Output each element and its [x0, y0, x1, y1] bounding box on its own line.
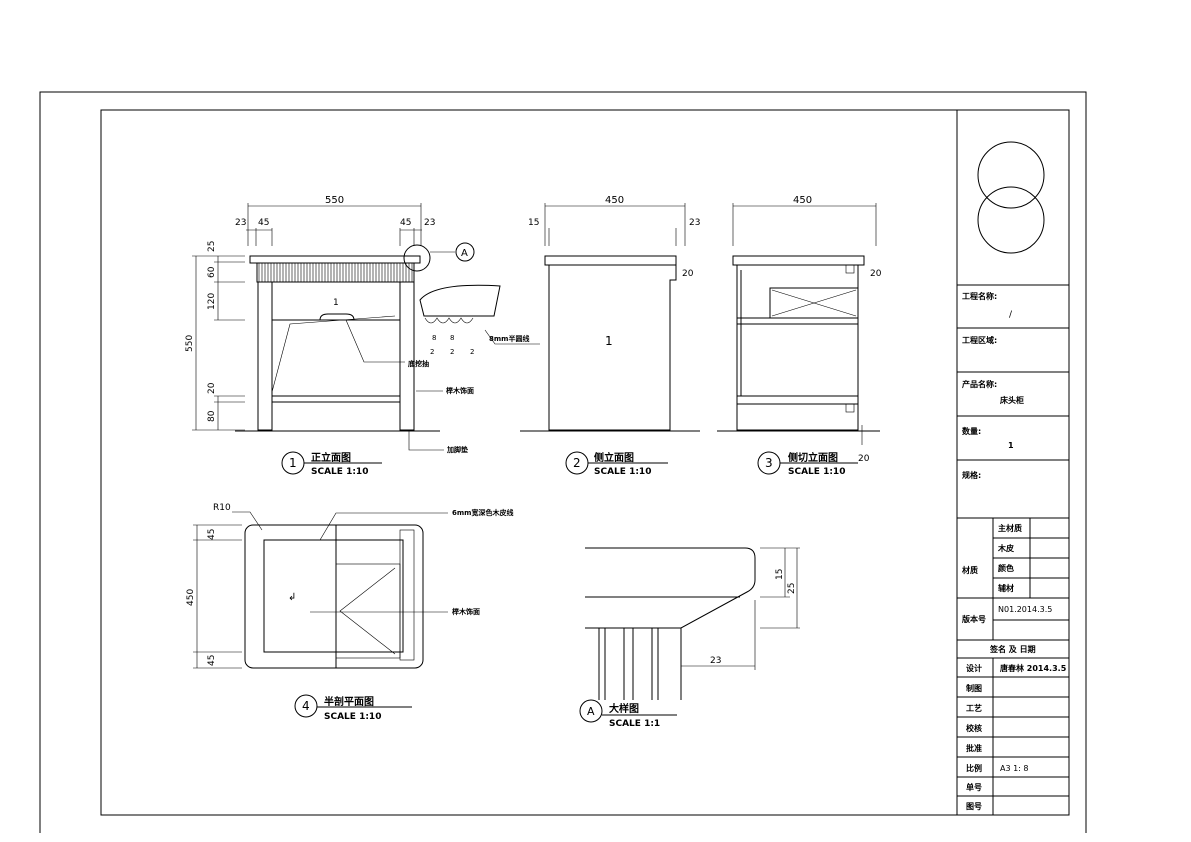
- dim-label: 450: [605, 195, 624, 206]
- dim-label: 20: [858, 454, 870, 464]
- view-number: A: [587, 705, 595, 718]
- dim-label: 23: [424, 218, 435, 228]
- product-name-label: 产品名称:: [962, 379, 997, 389]
- dim-label: 20: [207, 382, 217, 394]
- dim-label: 23: [689, 218, 700, 228]
- dim-width: 550: [325, 195, 344, 206]
- view-number: 1: [289, 456, 297, 470]
- detail-callout-a: A: [461, 248, 468, 259]
- row-label: 图号: [966, 802, 982, 811]
- view-scale: SCALE 1:1: [609, 719, 660, 729]
- dim-label: 2: [430, 348, 434, 356]
- veneer-label: 榉木饰面: [452, 607, 480, 616]
- version-label: 版本号: [961, 614, 986, 624]
- front-elevation-view: 550 23 45 45 23 550 25 60 120 20 80 1 A …: [185, 195, 540, 477]
- dim-label: 8: [450, 334, 454, 342]
- view-scale: SCALE 1:10: [324, 712, 381, 722]
- dim-label: 15: [528, 218, 539, 228]
- dim-label: 20: [682, 269, 694, 279]
- row-label: 单号: [966, 782, 982, 792]
- sheet-frame: [39, 91, 1087, 833]
- logo-circles-icon: [977, 141, 1045, 254]
- dim-label: 20: [870, 269, 882, 279]
- view-scale: SCALE 1:10: [788, 467, 845, 477]
- sign-header: 签名 及 日期: [989, 644, 1036, 654]
- version-value: N01.2014.3.5: [998, 605, 1052, 614]
- row-label: 工艺: [966, 703, 982, 713]
- dim-label: 25: [787, 583, 797, 594]
- dim-label: 8: [432, 334, 436, 342]
- drawer-mark: 1: [333, 298, 339, 308]
- view-scale: SCALE 1:10: [594, 467, 651, 477]
- dim-label: 45: [207, 655, 217, 666]
- view-number: 2: [573, 456, 581, 470]
- quantity-value: 1: [1008, 441, 1014, 450]
- veneer-label: 榉木饰面: [446, 386, 474, 395]
- dim-label: R10: [213, 503, 231, 513]
- view-number: 3: [765, 456, 773, 470]
- dim-label: 450: [793, 195, 812, 206]
- title-block: 工程名称: / 工程区域: 产品名称: 床头柜 数量: 1 规格: 材质 主材质…: [957, 141, 1069, 815]
- bead-label: 8mm半圆线: [489, 334, 529, 343]
- row-value: A3 1: 8: [1000, 764, 1029, 773]
- product-name-value: 床头柜: [1000, 395, 1024, 405]
- material-label: 材质: [962, 565, 978, 575]
- sign-rows: 设计 唐春林 2014.3.5 制图 工艺 校核 批准 比例 A3 1: 8 单…: [966, 663, 1067, 811]
- view-number: 4: [302, 699, 310, 713]
- spec-label: 规格:: [962, 470, 981, 480]
- side-elevation-view: 450 15 23 20 1 2 侧立面图 SCALE 1:10: [520, 195, 700, 477]
- dim-label: 15: [775, 569, 785, 580]
- project-name-label: 工程名称:: [962, 291, 997, 301]
- dim-label: 23: [710, 656, 721, 666]
- view-title: 侧立面图: [594, 451, 634, 464]
- row-label: 设计: [966, 663, 982, 673]
- dim-label: 550: [185, 335, 195, 352]
- project-area-label: 工程区域:: [962, 335, 997, 345]
- dim-label: 25: [207, 241, 217, 252]
- dim-label: 120: [207, 293, 217, 310]
- line-label: 6mm宽深色木皮线: [452, 508, 513, 517]
- view-title: 半剖平面图: [324, 695, 374, 708]
- side-section-view: 450 20 20 3 侧切立面图 SCALE 1:10: [717, 195, 882, 477]
- dim-label: 2: [450, 348, 454, 356]
- foot-label: 加脚垫: [446, 445, 468, 454]
- dim-label: 450: [186, 589, 196, 606]
- view-title: 大样图: [609, 702, 639, 715]
- half-section-plan-view: R10 45 450 45 ↲ 6mm宽深色木皮线 榉木饰面 4 半剖平面图 S…: [186, 503, 513, 722]
- dim-label: 2: [470, 348, 474, 356]
- quantity-label: 数量:: [962, 426, 981, 436]
- dim-label: 45: [400, 218, 411, 228]
- material-color: 颜色: [998, 563, 1014, 573]
- dim-label: 45: [258, 218, 269, 228]
- material-veneer: 木皮: [997, 543, 1014, 553]
- dim-label: 80: [207, 410, 217, 422]
- dim-label: 60: [207, 266, 217, 278]
- view-title: 侧切立面图: [788, 451, 838, 464]
- row-label: 制图: [966, 683, 982, 693]
- view-scale: SCALE 1:10: [311, 467, 368, 477]
- dim-label: 45: [207, 529, 217, 540]
- detail-a-view: 15 25 23 A 大样图 SCALE 1:1: [579, 547, 800, 729]
- row-label: 比例: [966, 763, 982, 773]
- row-value: 唐春林 2014.3.5: [1000, 663, 1067, 673]
- handle-label: 底挖抽: [408, 359, 429, 368]
- row-label: 校核: [966, 723, 982, 733]
- side-mark: 1: [605, 334, 613, 348]
- row-label: 批准: [966, 743, 982, 753]
- plan-mark: ↲: [288, 592, 296, 603]
- dim-label: 23: [235, 218, 246, 228]
- view-title: 正立面图: [311, 451, 351, 464]
- material-aux: 辅材: [998, 583, 1014, 593]
- project-name-value: /: [1009, 310, 1013, 320]
- material-main: 主材质: [998, 523, 1022, 533]
